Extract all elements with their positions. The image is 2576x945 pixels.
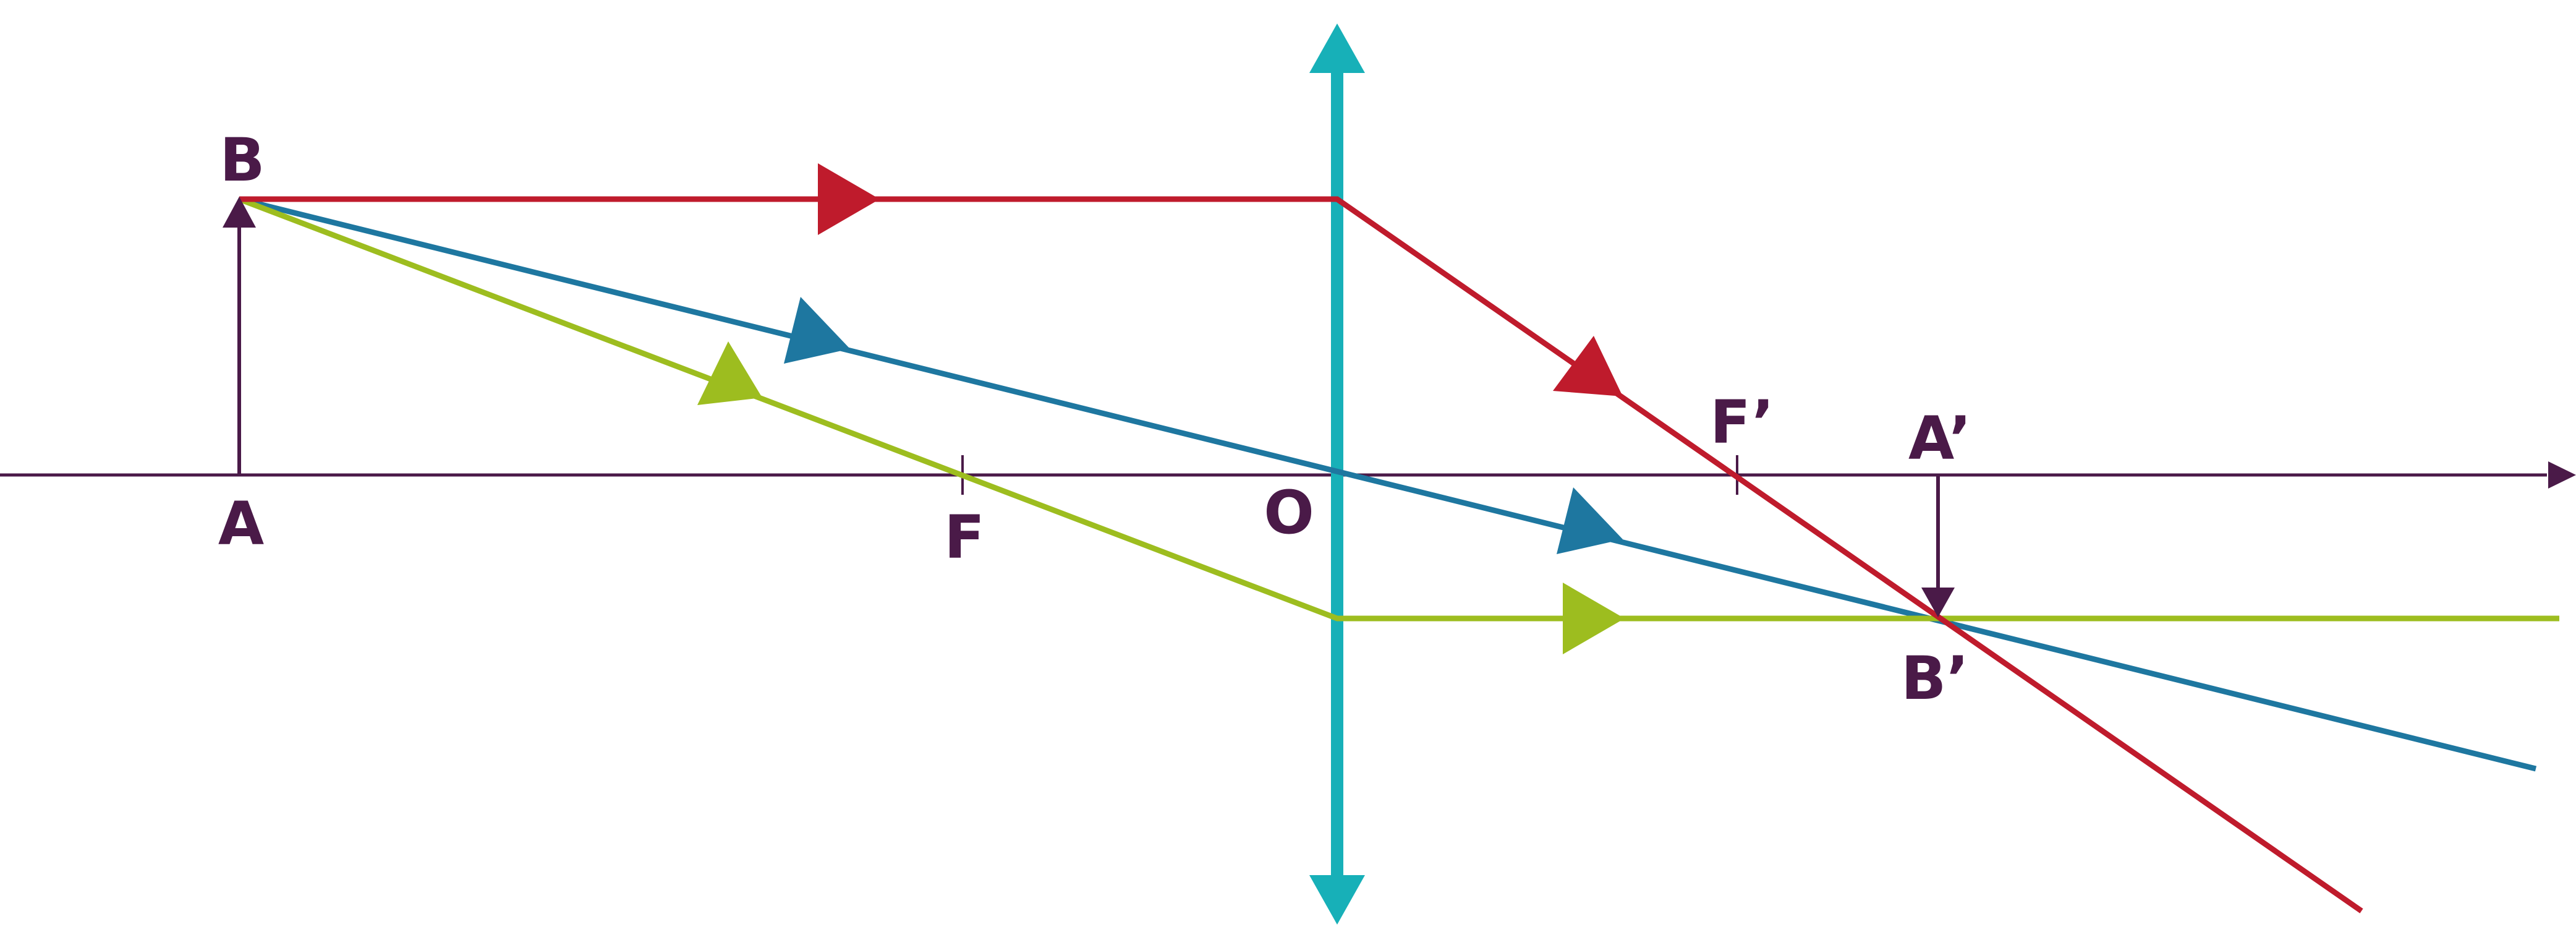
label-image-base: A’ — [1908, 404, 1971, 473]
label-focus-image: F’ — [1710, 388, 1774, 457]
label-object-top: B — [219, 126, 265, 195]
ray-center-arrow-2 — [1557, 487, 1623, 554]
image-arrowhead — [1921, 588, 1955, 617]
label-focus-object: F — [944, 503, 985, 572]
optical-axis-arrowhead — [2548, 461, 2576, 489]
object-arrowhead — [223, 197, 256, 228]
label-image-top: B’ — [1901, 644, 1969, 713]
ray-through-center — [238, 196, 2537, 772]
ray-focus-arrow-1 — [697, 341, 762, 405]
ray-through-focus — [238, 196, 2559, 622]
ray-focus-arrow-2 — [1563, 583, 1625, 654]
label-optical-center: O — [1264, 478, 1314, 547]
ray-parallel — [239, 196, 2363, 913]
label-object-base: A — [218, 489, 264, 558]
lens-top-arrowhead — [1309, 24, 1365, 73]
lens-bottom-arrowhead — [1309, 875, 1365, 925]
ray-parallel-arrow-1 — [818, 163, 880, 235]
ray-parallel-arrow-2 — [1553, 336, 1623, 396]
ray-center-arrow-1 — [784, 297, 850, 364]
